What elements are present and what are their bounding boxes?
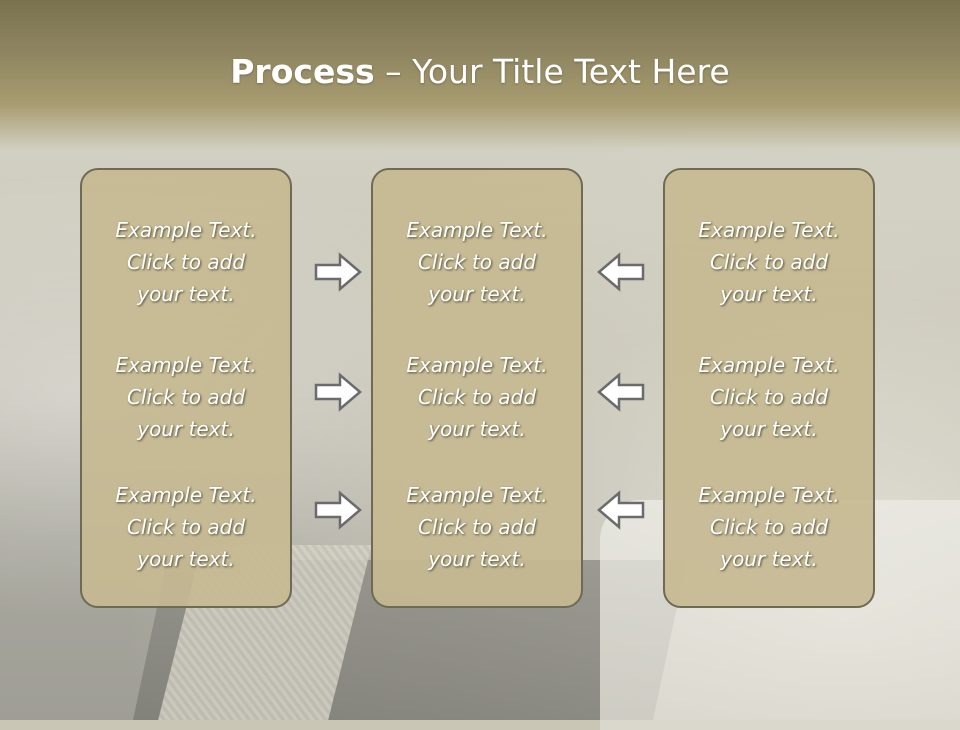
- text-line: your text.: [137, 547, 235, 571]
- text-line: Example Text.: [406, 483, 548, 507]
- text-line: Example Text.: [698, 483, 840, 507]
- text-line: your text.: [720, 547, 818, 571]
- text-line: Click to add: [709, 250, 829, 274]
- arrow-right-icon: [314, 372, 362, 412]
- arrow-right-icon: [314, 490, 362, 530]
- title-band: [0, 0, 960, 150]
- text-line: Click to add: [417, 385, 537, 409]
- panel-text-block[interactable]: Example Text. Click to add your text.: [82, 214, 290, 310]
- slide-title[interactable]: Process – Your Title Text Here: [0, 52, 960, 91]
- text-line: Click to add: [417, 515, 537, 539]
- text-line: your text.: [137, 282, 235, 306]
- arrow-left-icon: [597, 490, 645, 530]
- text-line: Click to add: [709, 385, 829, 409]
- panel-text-block[interactable]: Example Text. Click to add your text.: [373, 214, 581, 310]
- text-line: Click to add: [126, 515, 246, 539]
- text-line: Example Text.: [698, 218, 840, 242]
- panel-text-block[interactable]: Example Text. Click to add your text.: [665, 349, 873, 445]
- text-line: Example Text.: [115, 218, 257, 242]
- text-line: your text.: [428, 417, 526, 441]
- text-line: Example Text.: [406, 218, 548, 242]
- panel-text-block[interactable]: Example Text. Click to add your text.: [82, 479, 290, 575]
- text-line: Example Text.: [115, 483, 257, 507]
- text-line: Click to add: [417, 250, 537, 274]
- text-line: Example Text.: [406, 353, 548, 377]
- panel-text-block[interactable]: Example Text. Click to add your text.: [373, 479, 581, 575]
- panel-text-block[interactable]: Example Text. Click to add your text.: [665, 214, 873, 310]
- text-line: Example Text.: [115, 353, 257, 377]
- text-line: Click to add: [126, 250, 246, 274]
- panel-text-block[interactable]: Example Text. Click to add your text.: [665, 479, 873, 575]
- text-line: your text.: [428, 282, 526, 306]
- arrow-right-icon: [314, 252, 362, 292]
- text-line: Example Text.: [698, 353, 840, 377]
- title-bold: Process: [230, 52, 375, 91]
- text-line: your text.: [137, 417, 235, 441]
- text-line: your text.: [720, 417, 818, 441]
- process-panel-center[interactable]: Example Text. Click to add your text. Ex…: [371, 168, 583, 608]
- text-line: Click to add: [126, 385, 246, 409]
- panel-text-block[interactable]: Example Text. Click to add your text.: [82, 349, 290, 445]
- title-rest: – Your Title Text Here: [374, 52, 730, 91]
- process-panel-left[interactable]: Example Text. Click to add your text. Ex…: [80, 168, 292, 608]
- text-line: Click to add: [709, 515, 829, 539]
- text-line: your text.: [720, 282, 818, 306]
- arrow-left-icon: [597, 252, 645, 292]
- process-panel-right[interactable]: Example Text. Click to add your text. Ex…: [663, 168, 875, 608]
- panel-text-block[interactable]: Example Text. Click to add your text.: [373, 349, 581, 445]
- text-line: your text.: [428, 547, 526, 571]
- arrow-left-icon: [597, 372, 645, 412]
